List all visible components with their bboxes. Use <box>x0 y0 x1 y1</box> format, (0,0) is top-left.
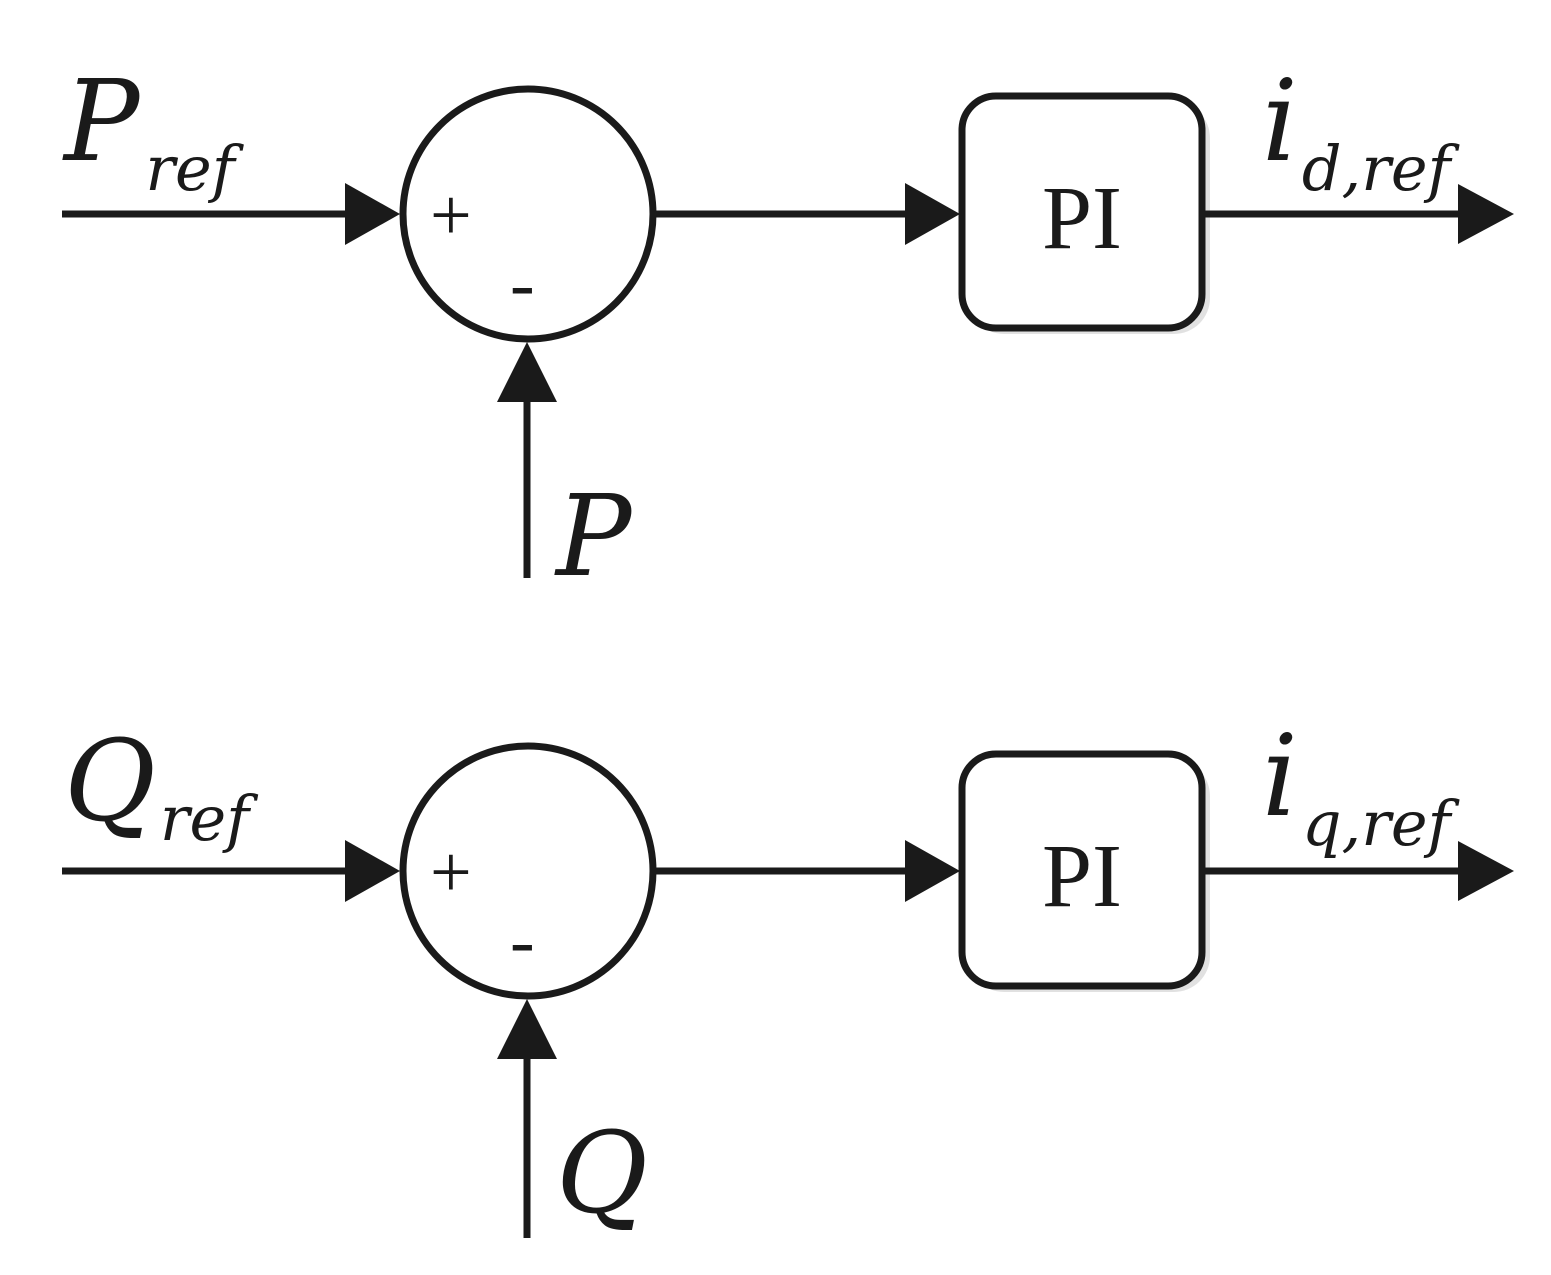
p-pi-block <box>958 92 1206 332</box>
id-ref-label: id,ref <box>1262 57 1461 205</box>
q-feedback-arrowhead <box>497 999 557 1059</box>
iq-ref-output-arrowhead <box>1458 841 1514 901</box>
p-minus-sign: - <box>510 243 535 325</box>
q-pi-block <box>958 750 1206 990</box>
q-feedback-label: Q <box>556 1109 648 1239</box>
p-error-arrowhead <box>905 183 960 245</box>
iq-ref-label: iq,ref <box>1262 712 1461 860</box>
p-pi-label: PI <box>1042 169 1122 268</box>
q-error-arrowhead <box>905 840 960 902</box>
q-ref-label: Qref <box>64 717 259 855</box>
p-feedback-arrowhead <box>497 342 557 402</box>
p-feedback-label: P <box>554 472 633 602</box>
q-ref-input-arrowhead <box>345 840 400 902</box>
q-pi-label: PI <box>1042 827 1122 926</box>
id-ref-output-arrowhead <box>1458 184 1514 244</box>
p-plus-sign: + <box>430 175 472 257</box>
active-power-loop: Pref + - P PI id,ref <box>62 57 1514 602</box>
q-minus-sign: - <box>510 900 535 982</box>
q-plus-sign: + <box>430 832 472 914</box>
p-ref-input-arrowhead <box>345 183 400 245</box>
reactive-power-loop: Qref + - Q PI iq,ref <box>62 712 1514 1239</box>
p-ref-label: Pref <box>62 57 245 205</box>
